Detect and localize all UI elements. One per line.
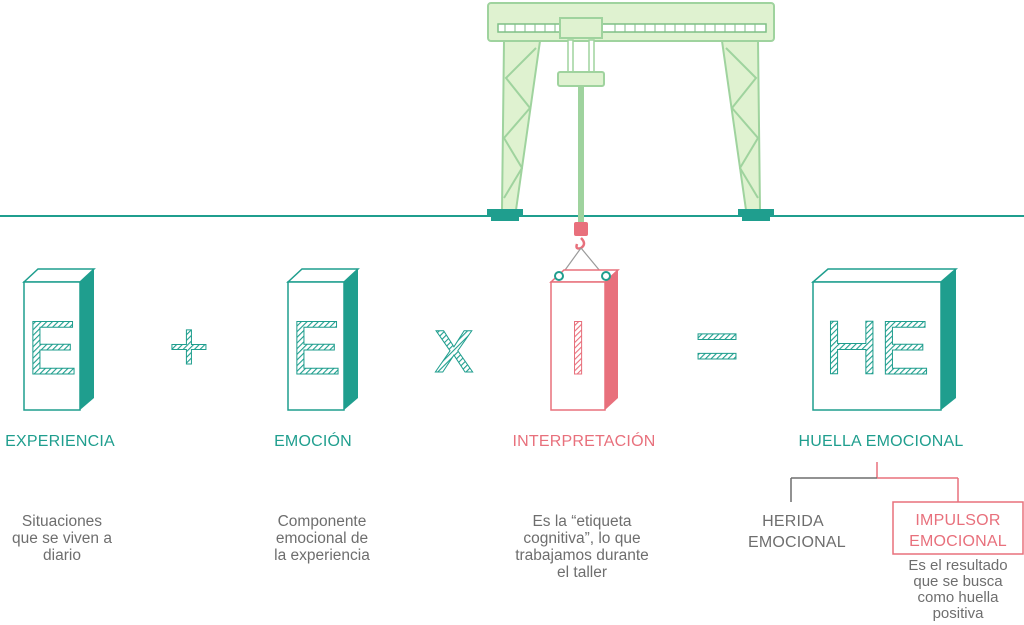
block-emocion: E — [286, 268, 360, 411]
block-huella-letters: HE — [824, 306, 930, 391]
label-impulsor-emocional: IMPULSOR EMOCIONAL — [893, 510, 1023, 552]
desc-impulsor-line: Es el resultado — [908, 557, 1008, 574]
desc-impulsor-line: que se busca — [913, 573, 1003, 590]
desc-emocion-line: emocional de — [275, 530, 369, 547]
herida-line: HERIDA — [762, 513, 824, 530]
label-experiencia: EXPERIENCIA — [5, 433, 115, 450]
desc-emocion: Componente emocional de la experiencia — [256, 513, 388, 564]
label-huella-emocional: HUELLA EMOCIONAL — [798, 433, 964, 450]
block-interpretacion-letter: I — [567, 306, 588, 391]
label-emocion: EMOCIÓN — [274, 433, 352, 450]
desc-impulsor: Es el resultado que se busca como huella… — [893, 558, 1023, 622]
block-experiencia: E — [22, 268, 96, 411]
plus-operator: + — [169, 307, 210, 385]
desc-experiencia-line: Situaciones — [21, 513, 103, 530]
herida-line: EMOCIONAL — [748, 534, 846, 551]
label-interpretacion: INTERPRETACIÓN — [512, 433, 656, 450]
desc-interpretacion: Es la “etiqueta cognitiva”, lo que traba… — [502, 513, 662, 581]
desc-interpretacion-line: trabajamos durante — [515, 547, 649, 564]
desc-experiencia-line: que se viven a — [12, 530, 112, 547]
desc-impulsor-line: positiva — [932, 605, 984, 622]
impulsor-line: IMPULSOR — [915, 512, 1001, 529]
label-herida-emocional: HERIDA EMOCIONAL — [748, 511, 846, 553]
desc-experiencia: Situaciones que se viven a diario — [0, 513, 124, 564]
desc-experiencia-line: diario — [43, 547, 81, 564]
block-experiencia-letter: E — [27, 306, 78, 391]
block-huella-emocional: HE — [810, 268, 959, 411]
desc-interpretacion-line: Es la “etiqueta — [532, 513, 632, 530]
desc-emocion-line: la experiencia — [274, 547, 370, 564]
desc-interpretacion-line: cognitiva”, lo que — [523, 530, 641, 547]
desc-emocion-line: Componente — [277, 513, 367, 530]
desc-impulsor-line: como huella — [917, 589, 999, 606]
impulsor-line: EMOCIONAL — [909, 533, 1007, 550]
times-operator: x — [435, 301, 474, 389]
branch-connector — [790, 462, 1024, 555]
block-emocion-letter: E — [291, 306, 342, 391]
desc-interpretacion-line: el taller — [557, 564, 607, 581]
gantry-crane-icon — [487, 2, 775, 278]
block-interpretacion: I — [549, 269, 620, 411]
equals-operator: = — [694, 301, 740, 389]
